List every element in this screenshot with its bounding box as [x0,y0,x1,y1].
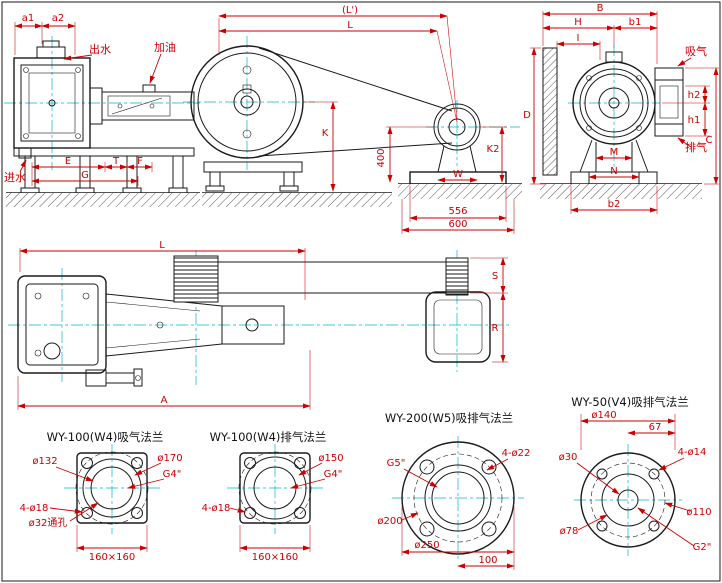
motor-plan [425,291,491,363]
flange4-bore: ø30 [559,452,578,463]
dim-S: S [492,271,498,282]
dim-I: I [577,33,580,44]
label-exhaust: 排气 [685,140,707,154]
flange3-outer: ø250 [414,540,439,551]
side-legs [20,155,188,194]
front-view: (L') L K 400 K2 W 556 600 [183,5,522,234]
flange4-title: WY-50(V4)吸排气法兰 [571,395,688,409]
ground-hatch [202,193,392,207]
flange-wy200: WY-200(W5)吸排气法兰 G5" 4-ø22 ø200 ø250 100 [377,411,530,570]
belt-lower [258,142,453,157]
dim-h1: h1 [688,115,701,126]
flange2-title: WY-100(W4)排气法兰 [210,430,327,444]
dim-K2: K2 [487,144,500,155]
flange1-through-hole: ø32通孔 [29,517,68,529]
flange1-plate [76,452,148,524]
label-water-inlet: 进水 [4,171,26,184]
flange4-outer: ø140 [591,410,616,421]
ground-hatch [398,184,522,199]
base-rail [13,147,195,157]
dim-B: B [597,3,604,14]
coupling [85,369,107,387]
label-water-outlet: 出水 [89,42,111,56]
flange-wy100-exhaust: WY-100(W4)排气法兰 ø150 G4" 4-ø18 160×160 [202,430,344,563]
flange1-bolt-holes: 4-ø18 [20,503,49,514]
label-suction: 吸气 [685,44,707,58]
pump-head-plan [17,275,107,374]
dim-400: 400 [376,148,387,167]
dim-W: W [453,169,463,180]
flange4-bolt-circle: ø110 [686,507,711,518]
flange1-outline: 160×160 [89,552,136,563]
pulley-plan [173,255,219,303]
ground-hatch [6,193,200,207]
dim-plan-L: L [159,240,165,251]
dim-L-overall: (L') [342,5,358,16]
flange2-outline: 160×160 [252,552,299,563]
dim-b2: b2 [608,199,621,210]
dim-a1: a1 [22,13,35,24]
flange4-bolt-holes: 4-ø14 [678,447,707,458]
side-view: a1 a2 出水 加油 进水 E T F G [4,13,200,207]
dim-H: H [574,17,582,28]
dim-F: F [137,156,143,167]
flange3-bolt-circle: ø200 [377,516,402,527]
dim-556: 556 [448,206,467,217]
label-oil-fill: 加油 [154,40,176,54]
belt-upper [258,47,453,112]
valve-chest [654,67,684,137]
flange1-bolt-circle: ø170 [157,453,182,464]
dim-K: K [322,128,329,139]
flange4-plate [580,452,676,548]
dim-G: G [81,170,89,181]
dim-plan-A: A [161,395,168,406]
dim-a2: a2 [52,13,65,24]
plan-view: L A S R [8,240,512,410]
flange4-spigot: ø78 [560,526,579,537]
flange1-bore: ø132 [32,456,57,467]
flange2-thread: G4" [324,469,343,480]
wall-section [542,47,558,176]
flange1-thread: G4" [163,469,182,480]
dim-E: E [65,156,71,167]
end-view: B H b1 I 吸气 排气 [523,3,719,214]
crankcase-plan [221,305,285,345]
flange3-depth: 100 [478,555,497,566]
motor-pulley-plan [445,257,469,296]
flange2-bolt-holes: 4-ø18 [202,503,231,514]
oil-cap [142,84,156,93]
outlet-fitting [36,46,66,59]
dim-h2: h2 [688,90,701,101]
flange2-bore: ø150 [318,453,343,464]
dim-C: C [706,135,713,146]
dim-L: L [347,20,353,31]
flange3-title: WY-200(W5)吸排气法兰 [385,411,513,425]
flange1-title: WY-100(W4)吸气法兰 [47,430,164,444]
ground-hatch [540,184,702,199]
flange4-thread: G2" [693,542,712,553]
flange3-thread: G5" [387,458,406,469]
dim-600: 600 [448,219,467,230]
flange2-plate [239,452,311,524]
dim-D: D [523,110,531,121]
flange4-offset: 67 [649,422,662,433]
flange-wy50: WY-50(V4)吸排气法兰 ø140 67 ø30 4-ø14 ø110 ø7… [559,395,712,556]
dim-R: R [492,323,499,334]
flange-wy100-suction: WY-100(W4)吸气法兰 ø132 ø170 G4" 4-ø18 ø32通孔… [20,430,183,563]
dim-M: M [610,147,619,158]
dim-N: N [610,166,617,177]
dim-T: T [112,156,120,167]
flange3-bolt-holes: 4-ø22 [502,448,531,459]
dim-b1: b1 [629,17,642,28]
